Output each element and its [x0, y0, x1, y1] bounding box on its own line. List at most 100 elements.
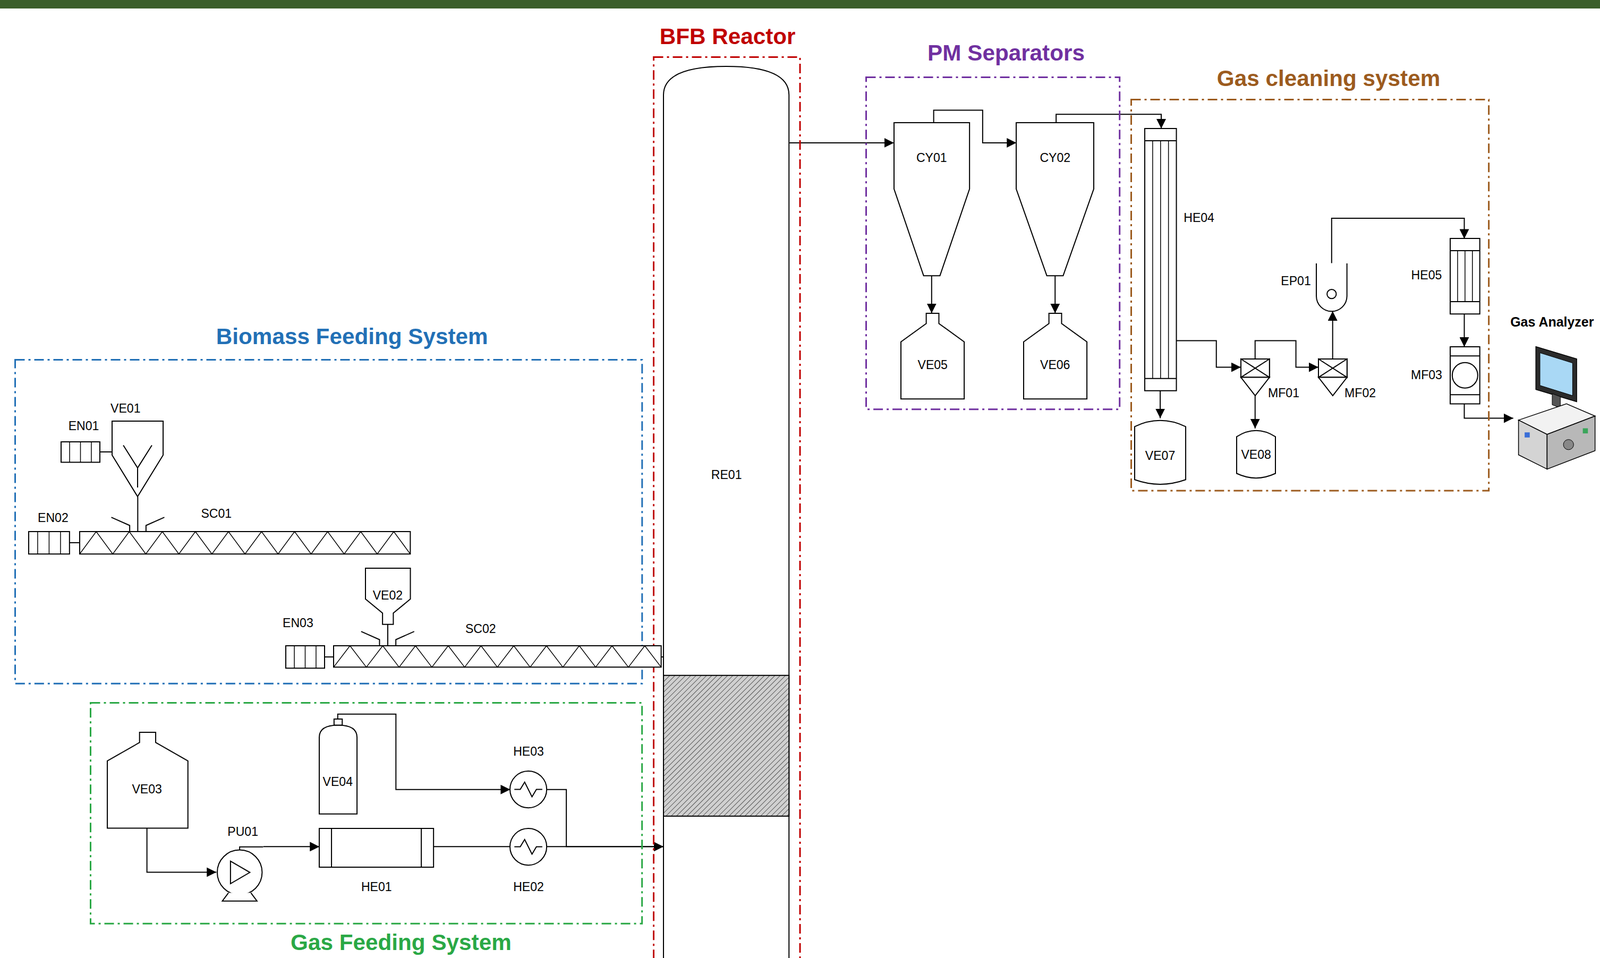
- symbol-part: [112, 421, 164, 497]
- symbol-part: [285, 645, 325, 669]
- symbol-part: [222, 892, 258, 901]
- symbol-part: [1318, 359, 1348, 378]
- equipment-tag: VE04: [322, 776, 353, 790]
- equipment-node: VE07: [1134, 418, 1186, 487]
- equipment-tag: HE03: [513, 745, 544, 759]
- symbol-part: [319, 725, 357, 815]
- coil-body: [509, 771, 547, 808]
- symbol-part: [514, 839, 543, 855]
- symbol-part: [1518, 420, 1547, 470]
- equipment-symbol: [1316, 263, 1348, 312]
- symbol-part: [333, 645, 662, 668]
- symbol-part: [1450, 238, 1480, 314]
- system-group: Gas cleaning systemHE04EP01HE05MF01MF02M…: [1130, 98, 1490, 492]
- symbol-part: [331, 828, 422, 868]
- equipment-tag: SC02: [465, 623, 497, 637]
- group-heading: BFB Reactor: [659, 24, 796, 49]
- equipment-node: VE02: [365, 568, 411, 625]
- symbol-part: [1450, 346, 1480, 405]
- equipment-tag: SC01: [200, 507, 232, 521]
- equipment-tag: VE01: [110, 402, 141, 416]
- symbol-part: [1316, 263, 1348, 312]
- equipment-symbol: [1240, 359, 1270, 396]
- symbol-part: [365, 568, 411, 625]
- equipment-tag: MF01: [1267, 387, 1300, 401]
- equipment-node: CY01: [894, 122, 970, 276]
- equipment-symbol: [319, 719, 357, 815]
- symbol-part: [1457, 251, 1473, 303]
- pipe-connector: [1054, 275, 1056, 314]
- pipe-connector: [337, 714, 511, 790]
- symbol-part: [1144, 140, 1177, 379]
- pipe-connector: [1159, 390, 1161, 419]
- equipment-symbol: [61, 441, 100, 463]
- pipe-connector: [137, 496, 139, 532]
- equipment-node: HE03: [509, 771, 547, 808]
- pipe-connector: [263, 846, 320, 848]
- symbol-part: [1539, 353, 1573, 397]
- equipment-tag: EN01: [68, 419, 100, 433]
- equipment-node: VE08: [1236, 428, 1276, 480]
- equipment-symbol: [1450, 238, 1480, 314]
- pipe-connector: [1331, 218, 1465, 264]
- equipment-symbol: [509, 771, 547, 808]
- equipment-node: SC01: [79, 531, 411, 555]
- equipment-node: RE01: [663, 66, 789, 958]
- symbol-part: [894, 122, 970, 276]
- group-heading: PM Separators: [927, 40, 1085, 66]
- equipment-node: EN01: [61, 441, 100, 463]
- bed: [663, 675, 789, 817]
- equipment-tag: HE04: [1183, 211, 1215, 225]
- equipment-tag: VE03: [131, 783, 162, 797]
- symbol-part: [123, 445, 152, 489]
- pipe-connector: [324, 656, 334, 658]
- symbol-part: [333, 645, 662, 668]
- symbol-part: [361, 631, 415, 646]
- group-outline: [1131, 99, 1489, 492]
- equipment-node: VE01: [112, 421, 164, 497]
- equipment-node: Gas Analyzer: [1513, 344, 1596, 472]
- symbol-part: [1152, 140, 1169, 379]
- symbol-part: [334, 719, 343, 726]
- equipment-tag: MF03: [1410, 368, 1443, 382]
- symbol-part: [319, 828, 434, 868]
- symbol-part: [294, 645, 317, 669]
- symbol-part: [1318, 377, 1348, 397]
- equipment-tag: VE05: [917, 358, 948, 372]
- equipment-symbol: [28, 531, 70, 555]
- symbol-part: [69, 441, 92, 463]
- pipe-connector: [69, 542, 80, 544]
- equipment-symbol: [1450, 346, 1480, 405]
- symbol-part: [230, 861, 250, 884]
- pipe-connector: [147, 828, 217, 873]
- equipment-tag: EN02: [37, 511, 69, 525]
- group-outline: [14, 360, 642, 685]
- group-outline: [90, 702, 643, 924]
- symbol-part: [28, 531, 70, 555]
- equipment-tag: HE05: [1411, 268, 1443, 283]
- equipment-tag: EP01: [1280, 274, 1311, 288]
- symbol-part: [1240, 377, 1270, 397]
- pipe-connector: [387, 624, 389, 646]
- equipment-tag: EN03: [282, 616, 314, 631]
- group-outline: [865, 77, 1120, 410]
- equipment-tag: VE08: [1240, 448, 1271, 462]
- equipment-symbol: [663, 66, 789, 958]
- symbol-part: [1450, 355, 1480, 395]
- equipment-node: VE03: [107, 732, 189, 829]
- equipment-node: EP01: [1316, 263, 1348, 312]
- symbol-part: [663, 66, 789, 958]
- equipment-symbol: [1023, 313, 1087, 399]
- system-group: Gas Feeding SystemVE03VE04HE03PU01HE01HE…: [89, 702, 643, 925]
- equipment-node: EN03: [285, 645, 325, 669]
- equipment-tag: VE07: [1145, 449, 1176, 463]
- system-group: BFB ReactorRE01: [652, 56, 802, 958]
- symbol-part: [1134, 420, 1186, 484]
- equipment-symbol: [900, 313, 965, 399]
- bed-hatch: [663, 675, 789, 817]
- equipment-symbol: [333, 645, 662, 668]
- pipe-connector: [788, 142, 895, 144]
- meter: [1451, 362, 1478, 389]
- symbol-part: [1016, 122, 1094, 276]
